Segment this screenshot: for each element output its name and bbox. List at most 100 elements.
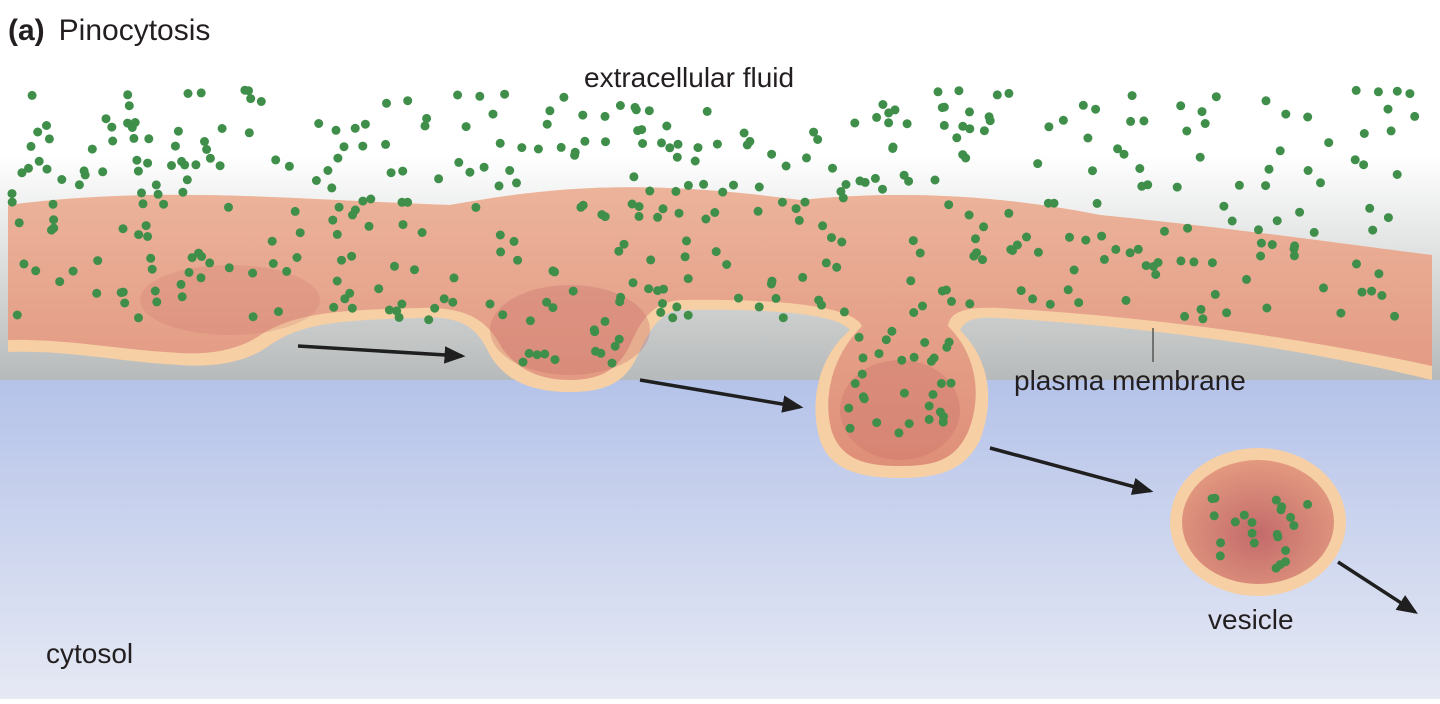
solute-particle	[597, 210, 607, 220]
solute-particle	[739, 128, 749, 138]
solute-particle	[753, 206, 763, 216]
solute-particle	[498, 310, 508, 320]
solute-particle	[729, 180, 738, 190]
solute-particle	[610, 341, 620, 351]
solute-particle	[382, 98, 391, 108]
solute-particle	[939, 120, 949, 130]
solute-particle	[1324, 138, 1334, 148]
solute-particle	[93, 256, 103, 266]
solute-particle	[184, 267, 194, 277]
solute-particle	[710, 208, 720, 217]
solute-particle	[311, 176, 321, 185]
solute-particle	[1074, 298, 1084, 308]
solute-particle	[173, 126, 183, 136]
solute-particle	[924, 401, 934, 411]
solute-particle	[191, 160, 201, 170]
solute-particle	[1160, 226, 1169, 236]
solute-particle	[850, 379, 860, 388]
solute-particle	[904, 176, 914, 186]
solute-particle	[958, 121, 968, 131]
solute-particle	[1088, 166, 1097, 176]
solute-particle	[600, 316, 610, 326]
solute-particle	[817, 300, 826, 310]
solute-particle	[1281, 109, 1291, 119]
solute-particle	[132, 155, 142, 165]
solute-particle	[24, 163, 33, 173]
solute-particle	[672, 152, 682, 162]
solute-particle	[98, 167, 108, 177]
arrow-right-icon	[639, 378, 804, 413]
solute-particle	[596, 348, 606, 358]
solute-particle	[601, 137, 610, 147]
solute-particle	[14, 218, 24, 228]
solute-particle	[767, 149, 777, 159]
solute-particle	[644, 284, 654, 294]
solute-particle	[1195, 152, 1205, 162]
solute-particle	[1215, 551, 1225, 561]
solute-particle	[1033, 247, 1043, 257]
solute-particle	[1172, 182, 1182, 192]
solute-particle	[108, 136, 118, 146]
solute-particle	[422, 113, 432, 123]
solute-particle	[339, 142, 349, 152]
solute-particle	[778, 313, 788, 323]
solute-particle	[49, 215, 59, 225]
solute-particle	[1373, 87, 1383, 97]
solute-particle	[271, 155, 281, 165]
solute-particle	[143, 232, 153, 241]
solute-particle	[1133, 244, 1143, 254]
solute-particle	[509, 236, 519, 246]
solute-particle	[177, 292, 187, 302]
solute-particle	[656, 307, 666, 317]
solute-particle	[952, 133, 962, 143]
solute-particle	[837, 237, 847, 247]
solute-particle	[580, 136, 590, 146]
solute-particle	[978, 255, 987, 265]
solute-particle	[398, 166, 408, 176]
solute-particle	[374, 284, 384, 294]
solute-particle	[364, 221, 374, 231]
solute-particle	[1065, 232, 1074, 242]
solute-particle	[334, 202, 344, 212]
solute-particle	[1058, 115, 1068, 125]
solute-particle	[461, 122, 471, 132]
solute-particle	[881, 335, 891, 345]
invagination-shading	[840, 360, 960, 460]
solute-particle	[570, 147, 580, 157]
solute-particle	[887, 326, 897, 336]
solute-particle	[1303, 166, 1313, 175]
solute-particle	[1006, 245, 1016, 254]
solute-particle	[936, 379, 946, 388]
solute-particle	[256, 97, 266, 106]
solute-particle	[1222, 308, 1232, 318]
solute-particle	[1374, 269, 1384, 279]
solute-particle	[488, 109, 498, 119]
solute-particle	[146, 253, 156, 263]
solute-particle	[633, 126, 643, 136]
solute-particles	[7, 85, 1420, 573]
solute-particle	[1392, 86, 1402, 96]
solute-particle	[495, 230, 505, 240]
solute-particle	[123, 118, 133, 128]
solute-particle	[839, 307, 849, 317]
solute-particle	[1383, 213, 1393, 223]
solute-particle	[398, 220, 408, 230]
figure-heading: (a)Pinocytosis	[8, 14, 210, 48]
solute-particle	[859, 394, 869, 404]
solute-particle	[137, 188, 146, 198]
solute-particle	[1275, 146, 1285, 156]
solute-particle	[116, 288, 126, 298]
solute-particle	[130, 118, 140, 127]
solute-particle	[1303, 112, 1313, 122]
solute-particle	[337, 255, 346, 265]
solute-particle	[170, 141, 180, 151]
solute-particle	[1368, 225, 1378, 235]
solute-particle	[17, 168, 27, 178]
solute-particle	[674, 208, 684, 218]
solute-particle	[754, 182, 764, 192]
solute-particle	[1016, 286, 1026, 296]
solute-particle	[328, 215, 338, 225]
solute-particle	[410, 265, 419, 275]
solute-particle	[327, 183, 337, 193]
solute-particle	[360, 119, 370, 129]
